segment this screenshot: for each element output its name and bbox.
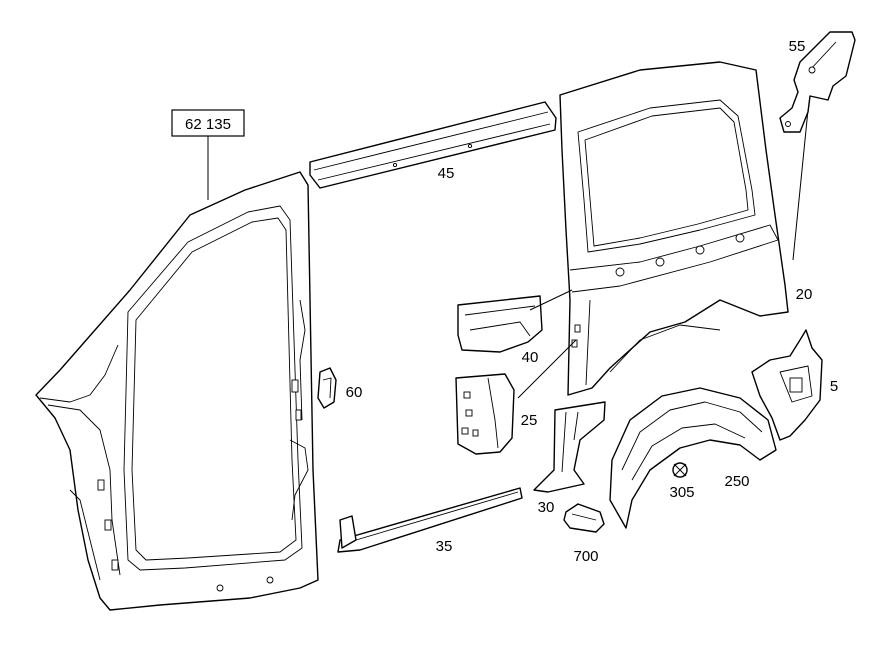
roof-rail-part[interactable] [309,101,557,189]
rear-side-panel-part[interactable] [559,61,789,396]
side-frame-part[interactable] [35,171,319,611]
leader-25 [517,339,577,399]
bracket-part[interactable] [779,31,856,133]
rocker-sill-part[interactable] [337,487,523,553]
label-30: 30 [538,499,555,516]
label-20: 20 [796,286,813,303]
label-25: 25 [521,412,538,429]
pillar-30-part[interactable] [533,401,606,493]
label-60: 60 [346,384,363,401]
reinforcement-40-part[interactable] [457,295,543,353]
label-5: 5 [830,378,838,395]
label-55: 55 [789,38,806,55]
cap-700-part[interactable] [563,503,605,533]
rear-reinforcement-5-part[interactable] [751,329,823,441]
label-700: 700 [573,548,598,565]
assembly-label: 62 135 [185,116,231,133]
leader-20 [792,89,811,261]
label-40: 40 [522,349,539,366]
label-305: 305 [669,484,694,501]
leader-40 [529,289,573,311]
label-35: 35 [436,538,453,555]
assembly-label-box [171,109,245,137]
wheelhouse-liner-part[interactable] [609,387,777,529]
label-45: 45 [438,165,455,182]
bracket-60-part[interactable] [317,367,337,409]
label-250: 250 [724,473,749,490]
reinforcement-25-part[interactable] [455,373,515,455]
clip-305-part[interactable] [672,462,688,478]
